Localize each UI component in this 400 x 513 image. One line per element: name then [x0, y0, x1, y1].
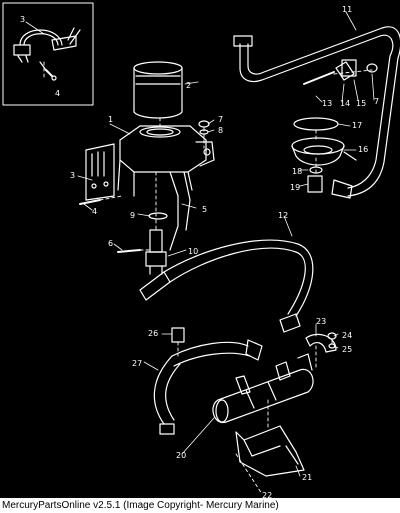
callout-11: 11	[342, 5, 352, 14]
callout-23: 23	[316, 317, 326, 326]
callout-18: 18	[292, 167, 302, 176]
callout-10: 10	[188, 247, 198, 256]
callout-5: 5	[202, 205, 207, 214]
filter-canister	[133, 61, 183, 119]
hose-11	[233, 26, 400, 199]
inset-frame	[2, 2, 94, 106]
washer	[328, 343, 336, 349]
fitting	[145, 229, 167, 275]
seal-ring	[293, 117, 339, 131]
fitting-26	[171, 327, 185, 343]
callout-1: 1	[108, 115, 113, 124]
clamp	[341, 59, 357, 77]
callout-13: 13	[322, 99, 332, 108]
clamp-23	[305, 333, 337, 353]
callout-16: 16	[358, 145, 368, 154]
inset-clamp-drawing	[13, 27, 81, 81]
callout-4: 4	[92, 207, 97, 216]
callout-3: 3	[70, 171, 75, 180]
callout-8: 8	[218, 126, 223, 135]
hose-27	[153, 339, 263, 435]
callout-2: 2	[186, 81, 191, 90]
nut	[198, 120, 210, 128]
callout-4: 4	[55, 89, 60, 98]
callout-21: 21	[302, 473, 312, 482]
support-arm	[169, 171, 191, 251]
callout-22: 22	[262, 491, 272, 498]
nut	[366, 63, 378, 73]
cooler-bracket	[235, 425, 305, 477]
copyright-footer: MercuryPartsOnline v2.5.1 (Image Copyrig…	[0, 498, 400, 513]
washer	[148, 212, 168, 220]
filter-housing	[291, 137, 357, 166]
callout-14: 14	[340, 99, 350, 108]
callout-26: 26	[148, 329, 158, 338]
callout-12: 12	[278, 211, 288, 220]
callout-7: 7	[218, 115, 223, 124]
mount-plate	[85, 143, 115, 201]
callout-3: 3	[20, 15, 25, 24]
callout-15: 15	[356, 99, 366, 108]
callout-7: 7	[374, 97, 379, 106]
element	[307, 175, 323, 193]
callout-27: 27	[132, 359, 142, 368]
callout-25: 25	[342, 345, 352, 354]
fuel-cooler	[212, 353, 314, 424]
callout-9: 9	[130, 211, 135, 220]
callout-17: 17	[352, 121, 362, 130]
bolt	[117, 249, 141, 253]
hose-12	[139, 239, 314, 333]
callout-19: 19	[290, 183, 300, 192]
clamp	[335, 61, 355, 81]
filter-bracket	[117, 125, 215, 197]
callout-24: 24	[342, 331, 352, 340]
bolt	[303, 71, 335, 85]
bolt	[79, 199, 101, 205]
callout-6: 6	[108, 239, 113, 248]
callout-20: 20	[176, 451, 186, 460]
nut	[327, 332, 337, 340]
